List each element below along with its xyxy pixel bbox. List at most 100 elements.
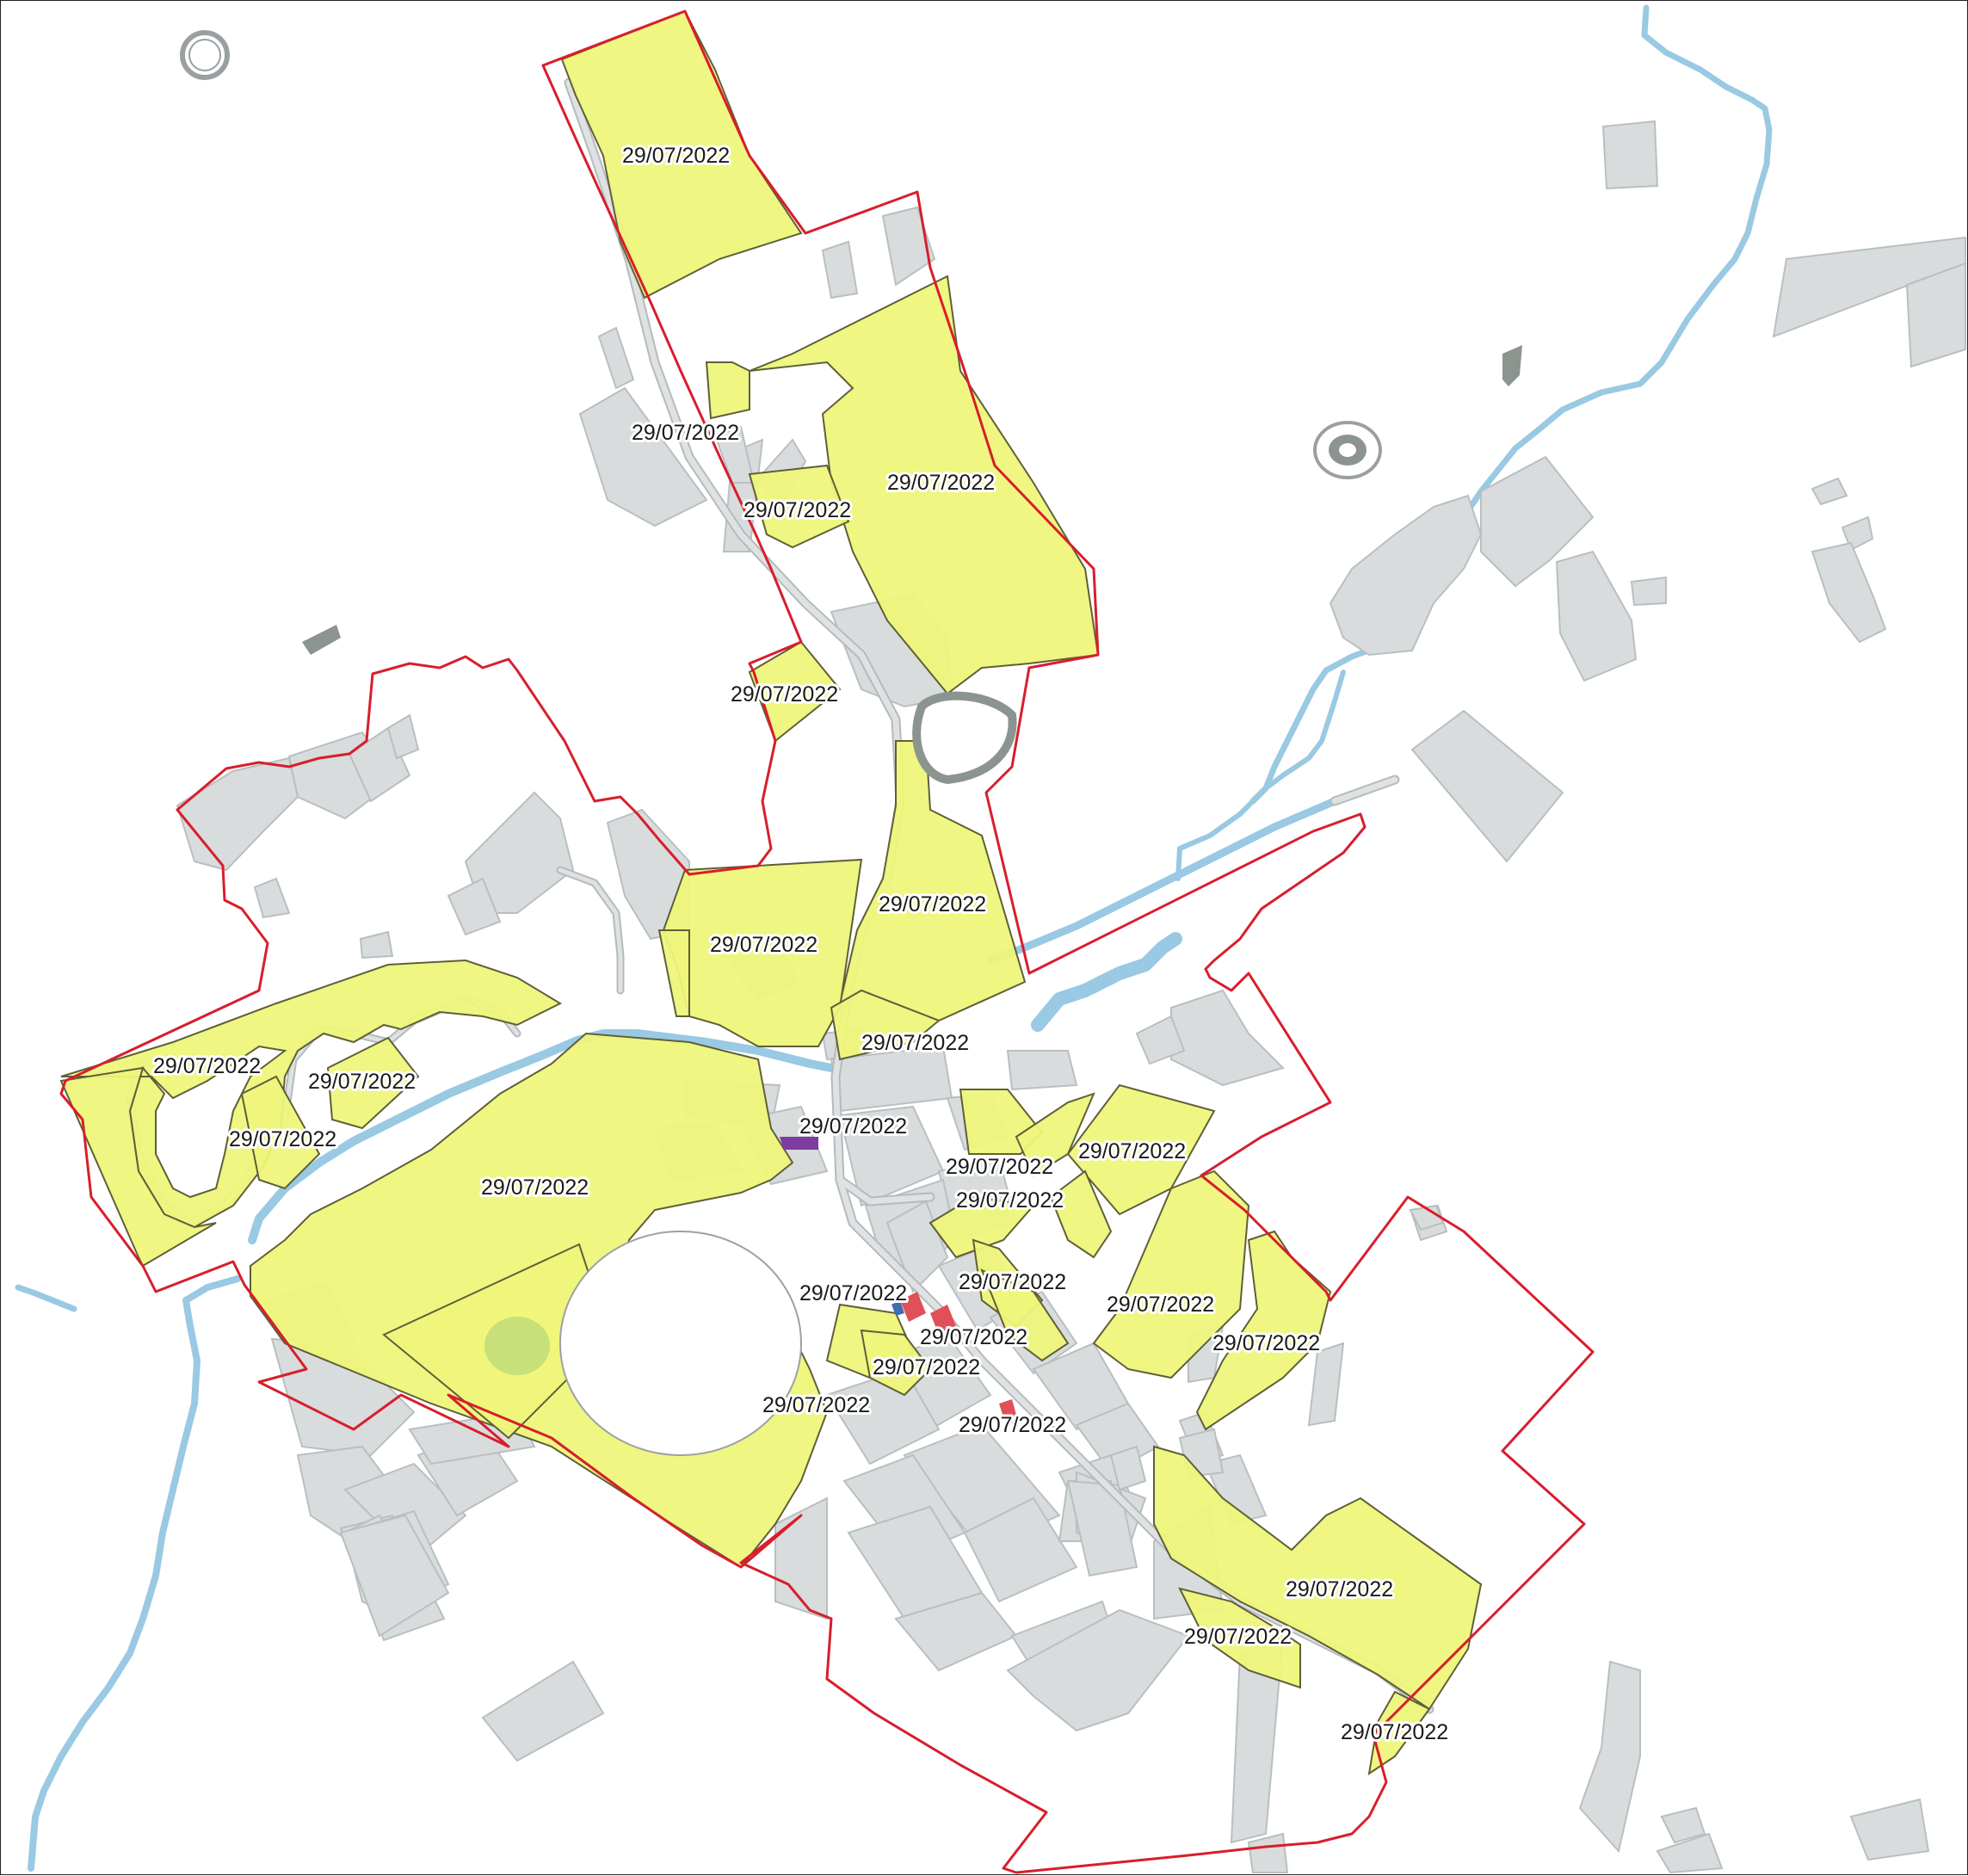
zone-north-estate[interactable] xyxy=(560,9,803,299)
water-layer xyxy=(15,4,1773,1872)
building-block xyxy=(1247,1832,1289,1873)
building-block xyxy=(1135,1015,1186,1065)
building-block xyxy=(1109,1445,1147,1491)
date-labels: 29/07/2022 29/07/2022 29/07/2022 29/07/2… xyxy=(151,141,1451,1747)
date-label: 29/07/2022 xyxy=(1078,1139,1186,1163)
dark-feature xyxy=(302,625,341,655)
zone-large-north-field[interactable] xyxy=(749,275,1100,695)
date-label: 29/07/2022 xyxy=(632,421,739,445)
dark-feature xyxy=(1502,345,1522,386)
building-block xyxy=(1660,1806,1706,1844)
building-block xyxy=(1170,989,1285,1087)
date-label: 29/07/2022 xyxy=(799,1114,907,1139)
building-block xyxy=(963,1496,1078,1603)
date-label: 29/07/2022 xyxy=(481,1176,589,1200)
date-label: 29/07/2022 xyxy=(762,1393,870,1417)
building-block xyxy=(1307,1342,1345,1427)
building-block xyxy=(1409,1204,1445,1231)
date-label: 29/07/2022 xyxy=(959,1270,1066,1294)
building-block xyxy=(1656,1832,1724,1874)
marker-red xyxy=(900,1292,926,1322)
marker-red xyxy=(999,1399,1018,1425)
zone-south-long[interactable] xyxy=(1153,1445,1483,1711)
date-label: 29/07/2022 xyxy=(1212,1331,1320,1355)
canal-west xyxy=(248,1029,857,1244)
green-spot xyxy=(484,1317,550,1375)
date-label: 29/07/2022 xyxy=(956,1188,1064,1213)
date-label: 29/07/2022 xyxy=(799,1281,907,1305)
side-road xyxy=(836,1176,934,1205)
building-block xyxy=(176,756,299,872)
building-block xyxy=(1480,455,1595,588)
river-north-east-lower xyxy=(1175,670,1346,881)
building-block xyxy=(1841,515,1874,552)
date-label: 29/07/2022 xyxy=(861,1031,969,1055)
zone-riverside[interactable] xyxy=(830,989,941,1061)
date-label: 29/07/2022 xyxy=(879,892,986,916)
date-label: 29/07/2022 xyxy=(731,682,838,707)
building-block xyxy=(339,1514,450,1638)
zone-west-estate-small[interactable] xyxy=(240,1075,321,1190)
building-block xyxy=(1849,1798,1930,1861)
zone-north-strip[interactable] xyxy=(705,361,750,420)
zone-central-south-2[interactable] xyxy=(980,1268,1070,1362)
zone-central-east-3[interactable] xyxy=(928,1195,1035,1259)
building-block xyxy=(597,326,635,390)
zone-central-east-4[interactable] xyxy=(1049,1169,1113,1259)
building-block xyxy=(774,1496,828,1620)
date-label: 29/07/2022 xyxy=(1107,1293,1214,1317)
zone-north-triangle[interactable] xyxy=(748,640,842,743)
building-block xyxy=(1905,262,1966,368)
zone-north-mid[interactable] xyxy=(748,464,850,549)
building-block xyxy=(359,930,394,960)
date-label: 29/07/2022 xyxy=(873,1355,980,1379)
date-label: 29/07/2022 xyxy=(743,498,851,522)
zone-east-mid[interactable] xyxy=(1092,1169,1250,1379)
monument-icon xyxy=(1313,421,1382,479)
building-block xyxy=(881,206,936,287)
date-label: 29/07/2022 xyxy=(887,471,995,495)
marker-red xyxy=(930,1305,956,1335)
date-label: 29/07/2022 xyxy=(153,1054,261,1078)
river-north-east xyxy=(1249,4,1773,805)
date-label: 29/07/2022 xyxy=(1184,1625,1292,1649)
north-west-lane xyxy=(558,867,623,993)
racetrack xyxy=(912,691,1017,785)
zone-west-estate-inner[interactable] xyxy=(326,1036,420,1130)
date-label: 29/07/2022 xyxy=(308,1070,416,1094)
building-block xyxy=(1578,1660,1641,1854)
building-block xyxy=(481,1660,605,1762)
pond-east xyxy=(1031,932,1182,1032)
building-block xyxy=(1006,1050,1078,1091)
road-east-link xyxy=(1331,776,1398,805)
building-block xyxy=(1555,550,1638,682)
town-circle xyxy=(559,1231,802,1456)
date-label: 29/07/2022 xyxy=(920,1325,1027,1349)
zone-south-small[interactable] xyxy=(1178,1587,1301,1689)
canal-main xyxy=(986,797,1339,965)
roundabout-icon xyxy=(180,30,230,80)
building-block xyxy=(1006,1608,1190,1732)
date-label: 29/07/2022 xyxy=(959,1413,1066,1437)
building-block xyxy=(1811,541,1887,644)
zone-central-east-2[interactable] xyxy=(1066,1083,1216,1216)
stream-west xyxy=(15,1284,77,1312)
date-label: 29/07/2022 xyxy=(229,1127,336,1151)
boundary-line[interactable] xyxy=(59,9,1595,1874)
zone-central-west-strip[interactable] xyxy=(657,929,690,1017)
building-block xyxy=(1601,120,1659,190)
building-block xyxy=(386,713,420,760)
building-block xyxy=(1630,576,1667,607)
main-road xyxy=(565,79,1433,1712)
building-block xyxy=(1410,709,1564,863)
marker-purple xyxy=(780,1137,818,1150)
special-features xyxy=(180,30,1522,1456)
building-block xyxy=(447,877,502,936)
building-block xyxy=(578,386,708,528)
zone-central-east-diag[interactable] xyxy=(1015,1092,1095,1177)
river-south-west xyxy=(28,1275,241,1872)
building-block xyxy=(253,877,291,919)
zone-central-south-4[interactable] xyxy=(860,1329,932,1397)
